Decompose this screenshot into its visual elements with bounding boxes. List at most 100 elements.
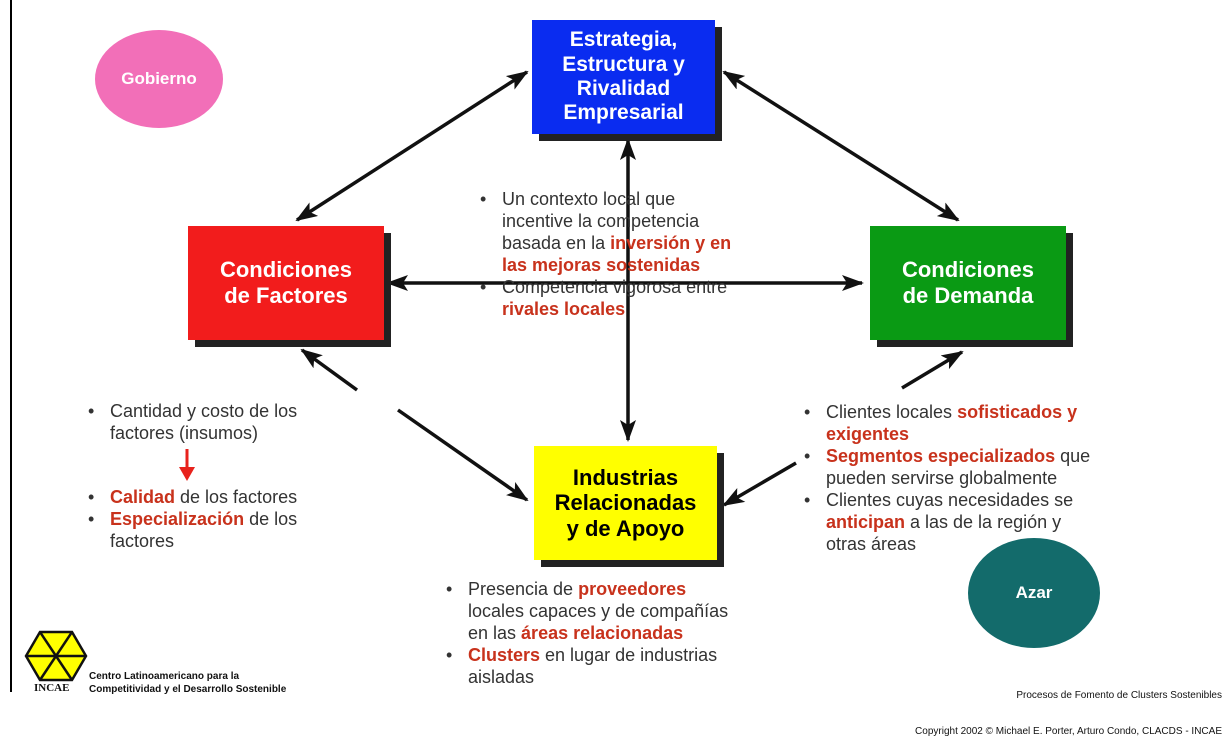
arrow-to-related-lower [396,408,529,502]
body-text: Competencia vigorosa entre [502,277,728,297]
box-title-line: Estrategia, [569,28,678,52]
left-border-line [10,0,12,692]
list-item-line: basada en la inversión y en [502,232,836,254]
credit-line-2: Copyright 2002 © Michael E. Porter, Artu… [915,726,1222,737]
list-item-line: factores (insumos) [110,422,414,444]
body-text: otras áreas [826,534,917,554]
box-title-line: Estructura y [562,52,685,76]
oval-government-label: Gobierno [121,69,197,88]
organization-name-line-2: Competitividad y el Desarrollo Sostenibl… [89,684,287,695]
body-text: factores [110,531,175,551]
body-text: pueden servirse globalmente [826,468,1058,488]
list-item-line: rivales locales [502,298,836,320]
list-item: Especialización de los factores [84,508,414,552]
copyright-credit: Procesos de Fomento de Clusters Sostenib… [915,666,1222,750]
list-item-line: las mejoras sostenidas [502,254,836,276]
body-text: de los [244,509,298,529]
body-text: factores (insumos) [110,423,259,443]
list-item-line: Un contexto local que [502,188,836,210]
highlight-text: Calidad [110,487,176,507]
list-item-line: Calidad de los factores [110,486,414,508]
highlight-text: Segmentos especializados [826,446,1056,466]
oval-chance-label: Azar [1015,583,1053,602]
box-title-line: y de Apoyo [566,515,685,541]
list-item-line: Presencia de proveedores [468,578,822,600]
body-text: Clientes cuyas necesidades se [826,490,1074,510]
list-factors-quality: Calidad de los factoresEspecialización d… [84,486,414,552]
list-item: Calidad de los factores [84,486,414,508]
list-item-line: otras áreas [826,533,1200,555]
box-title-line: de Factores [224,283,348,308]
list-item-line: factores [110,530,414,552]
list-item-line: Clientes locales sofisticados y [826,401,1200,423]
list-item-line: exigentes [826,423,1200,445]
list-item-line: locales capaces y de compañías [468,600,822,622]
highlight-text: anticipan [826,512,906,532]
box-title-line: de Demanda [902,283,1034,308]
body-text: que [1055,446,1091,466]
highlight-text: Especialización [110,509,245,529]
oval-chance: Azar [968,538,1100,648]
list-item-line: incentive la competencia [502,210,836,232]
list-item-line: Clientes cuyas necesidades se [826,489,1200,511]
arrow-strategy-factors [295,70,529,222]
highlight-text: inversión y en [610,233,732,253]
organization-name: Centro Latinoamericano para la Competiti… [89,670,286,696]
arrow-strategy-demand [722,70,960,222]
box-title-line: Condiciones [901,257,1034,283]
body-text: a las de la región y [905,512,1062,532]
oval-government: Gobierno [95,30,223,128]
down-arrow-icon [179,449,195,481]
list-item-line: Competencia vigorosa entre [502,276,836,298]
highlight-text: exigentes [826,424,910,444]
body-text: en lugar de industrias [540,645,718,665]
list-item-line: Segmentos especializados que [826,445,1200,467]
list-item-line: Clusters en lugar de industrias [468,644,822,666]
highlight-text: proveedores [578,579,687,599]
body-text: aisladas [468,667,535,687]
body-text: locales capaces y de compañías [468,601,729,621]
highlight-text: rivales locales [502,299,626,319]
highlight-text: áreas relacionadas [521,623,684,643]
body-text: Un contexto local que [502,189,676,209]
body-text: Clientes locales [826,402,958,422]
box-title-line: Rivalidad [576,77,671,100]
list-item-line: aisladas [468,666,822,688]
body-text: Cantidad y costo de los [110,401,298,421]
arrow-to-related-right [722,461,797,507]
box-title-line: Empresarial [563,101,684,125]
arrow-to-demand-lower [901,350,964,390]
body-text: incentive la competencia [502,211,700,231]
organization-name-line-1: Centro Latinoamericano para la [89,671,240,682]
list-item-line: anticipan a las de la región y [826,511,1200,533]
box-title-line: Relacionadas [554,490,697,516]
body-text: de los factores [175,487,298,507]
list-item-line: Cantidad y costo de los [110,400,414,422]
incae-logo [24,630,88,682]
list-demand: Clientes locales sofisticados yexigentes… [800,401,1200,555]
body-text: basada en la [502,233,611,253]
box-title-line: Condiciones [219,257,352,283]
highlight-text: Clusters [468,645,541,665]
incae-label: INCAE [34,682,70,694]
body-text: en las [468,623,522,643]
list-item-line: en las áreas relacionadas [468,622,822,644]
highlight-text: las mejoras sostenidas [502,255,701,275]
